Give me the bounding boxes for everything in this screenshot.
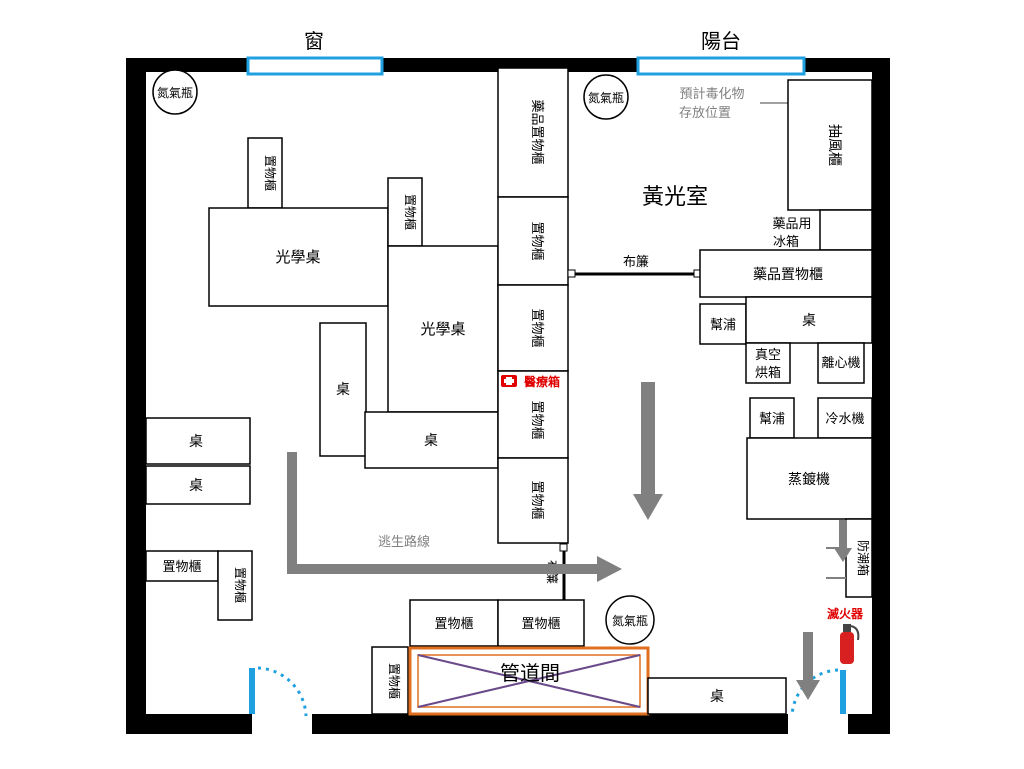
window-label: 窗: [304, 29, 324, 53]
cabinet-bottom-1: [409, 599, 499, 647]
fume-hood: [787, 79, 873, 211]
wall-right: [872, 58, 890, 734]
toxic-storage-line2: 存放位置: [679, 106, 731, 121]
balcony-window: [636, 56, 806, 76]
svg-text:布簾: 布簾: [623, 254, 649, 270]
svg-text:烘箱: 烘箱: [755, 365, 781, 381]
dry-box: [845, 518, 873, 598]
optical-table-2: [387, 245, 499, 413]
nitrogen-cylinder-3: [605, 595, 655, 645]
window: [246, 56, 384, 76]
table-left-1: [145, 417, 251, 465]
first-aid-label: 醫療箱: [524, 374, 560, 389]
svg-text:置物櫃: 置物櫃: [529, 221, 544, 260]
evaporator: [746, 437, 873, 520]
centrifuge: [817, 342, 865, 384]
chemical-cabinet: [699, 249, 873, 298]
svg-text:桌: 桌: [189, 434, 203, 450]
svg-text:氮氣瓶: 氮氣瓶: [157, 85, 193, 100]
pipe-room: [408, 646, 650, 716]
pump-1: [699, 303, 747, 345]
door-right: [840, 670, 846, 714]
fire-extinguisher-label: 滅火器: [827, 606, 864, 621]
table-bottom-right: [647, 677, 787, 715]
svg-text:幫浦: 幫浦: [710, 317, 736, 333]
svg-text:冷水機: 冷水機: [825, 412, 864, 427]
svg-text:置物櫃: 置物櫃: [263, 155, 277, 191]
chemical-cabinet-vertical: [497, 67, 569, 198]
svg-text:氮氣瓶: 氮氣瓶: [588, 90, 624, 105]
wall-bottom-mid: [312, 714, 788, 734]
svg-text:幫浦: 幫浦: [759, 411, 785, 427]
svg-text:氮氣瓶: 氮氣瓶: [612, 613, 648, 628]
table-right-1: [745, 296, 873, 344]
cabinet-bottom-v: [371, 646, 409, 715]
cabinet-left-h: [145, 550, 219, 582]
svg-text:桌: 桌: [336, 382, 350, 398]
door-swing-left: [257, 666, 308, 717]
cabinet-mid-2: [497, 284, 569, 372]
svg-text:光學桌: 光學桌: [420, 320, 465, 338]
table-left-2: [145, 465, 251, 505]
chemical-fridge-line1: 藥品用: [772, 217, 811, 232]
optical-table-1: [208, 207, 389, 307]
svg-text:置物櫃: 置物櫃: [529, 400, 544, 439]
wall-bottom-left: [126, 714, 252, 734]
cabinet-mid-1: [497, 196, 569, 286]
toxic-storage-line1: 預計毒化物: [679, 86, 744, 102]
escape-arrow-right: [796, 632, 820, 700]
cabinet-small-2: [387, 177, 423, 247]
escape-arrow-center: [633, 382, 663, 520]
svg-text:離心機: 離心機: [821, 356, 860, 371]
svg-text:置物櫃: 置物櫃: [403, 194, 417, 230]
cabinet-mid-4: [497, 457, 569, 544]
svg-text:置物櫃: 置物櫃: [434, 617, 473, 632]
svg-text:桌: 桌: [802, 313, 816, 329]
svg-text:真空: 真空: [755, 348, 781, 363]
pipe-room-label: 管道間: [500, 661, 560, 685]
balcony-label: 陽台: [701, 29, 741, 53]
chemical-cabinet-vertical-label: 藥品置物櫃: [529, 99, 544, 164]
svg-text:桌: 桌: [189, 478, 203, 494]
cabinet-left-v: [217, 550, 253, 621]
svg-text:藥品置物櫃: 藥品置物櫃: [753, 267, 823, 283]
svg-text:置物櫃: 置物櫃: [233, 567, 247, 603]
yellow-room-label: 黃光室: [642, 185, 708, 210]
pump-2: [749, 397, 795, 439]
svg-text:置物櫃: 置物櫃: [529, 308, 544, 347]
nitrogen-cylinder-1: [152, 69, 198, 115]
escape-arrow-main: [287, 452, 622, 582]
chiller: [817, 397, 873, 439]
svg-text:置物櫃: 置物櫃: [162, 560, 201, 575]
svg-text:置物櫃: 置物櫃: [387, 663, 401, 699]
svg-text:桌: 桌: [424, 433, 438, 449]
cabinet-small-1: [247, 137, 283, 209]
svg-text:蒸鍍機: 蒸鍍機: [788, 471, 830, 488]
escape-route-label: 逃生路線: [378, 534, 430, 550]
svg-text:桌: 桌: [710, 689, 724, 705]
wall-left: [126, 58, 146, 734]
nitrogen-cylinder-2: [583, 74, 629, 120]
fire-extinguisher-icon: [840, 624, 860, 664]
vacuum-oven: [745, 342, 791, 384]
first-aid-icon: [501, 375, 517, 387]
door-left: [249, 668, 255, 714]
chemical-fridge: [819, 209, 873, 251]
wall-bottom-right: [848, 714, 890, 734]
table-narrow: [319, 322, 367, 457]
escape-arrow-dry-box: [826, 520, 852, 579]
svg-text:光學桌: 光學桌: [275, 248, 320, 266]
chemical-fridge-line2: 冰箱: [773, 234, 799, 250]
table-center: [364, 411, 499, 469]
svg-text:置物櫃: 置物櫃: [529, 480, 544, 519]
svg-text:置物櫃: 置物櫃: [521, 617, 560, 632]
svg-text:抽風櫃: 抽風櫃: [826, 124, 842, 166]
svg-text:防潮箱: 防潮箱: [856, 540, 871, 576]
cabinet-bottom-2: [497, 599, 585, 647]
door-swing-right: [790, 668, 839, 717]
